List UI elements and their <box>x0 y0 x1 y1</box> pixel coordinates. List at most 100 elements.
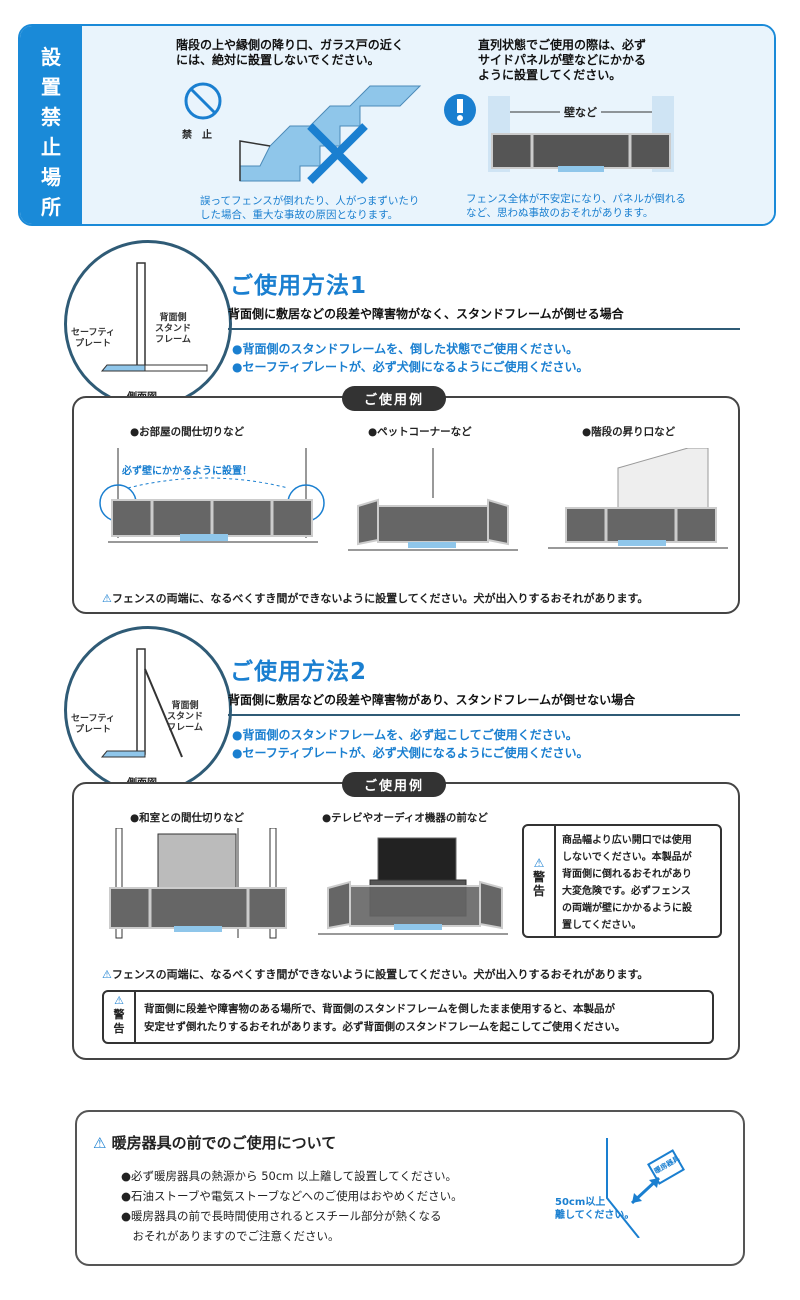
label-line: セーフティ <box>71 714 115 724</box>
method2-title: ご使用方法2 <box>230 659 368 685</box>
method1-bullet: ●背面側のスタンドフレームを、倒した状態でご使用ください。 <box>232 342 579 356</box>
side-warning-box: ⚠ 警 告 商品幅より広い開口では使用 しないでください。本製品が 背面側に倒れ… <box>522 824 722 938</box>
warning-triangle-icon: ⚠ <box>102 592 112 605</box>
side-warning-line: の両端が壁にかかるように設 <box>562 903 692 914</box>
heater-item: ●暖房器具の前で長時間使用されるとスチール部分が熱くなる <box>121 1209 442 1223</box>
bottom-warning-line: 安定せず倒れたりするおそれがあります。必ず背面側のスタンドフレームを起こしてご使… <box>144 1021 626 1033</box>
prohibited-section: 設 置 禁 止 場 所 階段の上や縁側の降り口、ガラス戸の近く には、絶対に設置… <box>18 24 776 226</box>
safety-plate-label-2: セーフティ プレート <box>71 714 115 736</box>
stairs-warning-line: 階段の上や縁側の降り口、ガラス戸の近く <box>176 38 404 52</box>
warning-triangle-icon: ⚠ <box>114 994 124 1007</box>
label-line: プレート <box>74 339 111 349</box>
series-note: フェンス全体が不安定になり、パネルが倒れる など、思わぬ事故のおそれがあります。 <box>466 192 686 220</box>
side-view-diagram-2 <box>100 648 183 758</box>
label-line: 背面側 <box>159 313 187 323</box>
method2-bullet: ●セーフティプレートが、必ず犬側になるようにご使用ください。 <box>232 746 589 760</box>
series-warning-line: 直列状態でご使用の際は、必ず <box>478 38 647 52</box>
stairs-note-line: した場合、重大な事故の原因となります。 <box>200 209 399 221</box>
heater-item: ●石油ストーブや電気ストーブなどへのご使用はおやめください。 <box>121 1189 463 1203</box>
method2-example-title: ご使用例 <box>342 772 447 797</box>
example-stairs: ●階段の昇り口など <box>582 426 676 438</box>
side-view-2: セーフティ プレート 背面側 スタンド フレーム 側面図 <box>64 626 232 794</box>
warning-tag-char: 告 <box>113 1022 125 1035</box>
side-char: 設 <box>41 45 61 69</box>
stairs-note-line: 誤ってフェンスが倒れたり、人がつまずいたり <box>200 195 420 207</box>
side-view-1: セーフティ プレート 背面側 スタンド フレーム 側面図 <box>64 240 232 408</box>
series-note-line: フェンス全体が不安定になり、パネルが倒れる <box>466 193 686 205</box>
method1-bullets: ●背面側のスタンドフレームを、倒した状態でご使用ください。 ●セーフティプレート… <box>232 340 589 376</box>
bottom-warning-line: 背面側に段差や障害物のある場所で、背面側のスタンドフレームを倒したまま使用すると… <box>144 1003 616 1015</box>
heater-section: ⚠ 暖房器具の前でのご使用について ●必ず暖房器具の熱源から 50cm 以上離し… <box>75 1110 745 1266</box>
method2-subtitle: 背面側に敷居などの段差や障害物があり、スタンドフレームが倒せない場合 <box>228 693 636 707</box>
bottom-warning-text: 背面側に段差や障害物のある場所で、背面側のスタンドフレームを倒したまま使用すると… <box>144 1000 625 1036</box>
method2-bullets: ●背面側のスタンドフレームを、必ず起こしてご使用ください。 ●セーフティプレート… <box>232 726 589 762</box>
series-warning-line: サイドパネルが壁などにかかる <box>478 53 647 67</box>
warning-triangle-icon: ⚠ <box>102 968 112 981</box>
label-line: フレーム <box>155 335 191 345</box>
example-japanese-room: ●和室との間仕切りなど <box>130 812 245 824</box>
side-warning-line: しないでください。本製品が <box>562 852 692 863</box>
side-view-diagram-1 <box>100 262 208 372</box>
side-char: 場 <box>41 165 61 189</box>
distance-label: 50cm以上 離してください。 <box>555 1196 634 1222</box>
side-char: 置 <box>41 75 61 99</box>
stairs-warning-line: には、絶対に設置しないでください。 <box>176 53 380 67</box>
heater-list: ●必ず暖房器具の熱源から 50cm 以上離して設置してください。 ●石油ストーブ… <box>121 1166 463 1246</box>
side-char: 禁 <box>41 105 61 129</box>
side-char: 止 <box>41 135 61 159</box>
heater-distance-illustration <box>606 1138 685 1238</box>
stairs-note: 誤ってフェンスが倒れたり、人がつまずいたり した場合、重大な事故の原因となります… <box>200 194 419 222</box>
example-room-divider: ●お部屋の間仕切りなど <box>130 426 245 438</box>
side-char: 所 <box>41 195 61 219</box>
method1-caution-text: フェンスの両端に、なるべくすき間ができないように設置してください。犬が出入りする… <box>111 592 649 605</box>
side-warning-line: 背面側に倒れるおそれがあり <box>562 869 692 880</box>
method1-example-title: ご使用例 <box>342 386 447 411</box>
warning-tag-char: 警 <box>113 1008 125 1021</box>
label-line: セーフティ <box>71 328 115 338</box>
heater-item: おそれがありますのでご注意ください。 <box>121 1229 340 1243</box>
warning-tag-char: 告 <box>532 884 545 898</box>
method2-example-box: ご使用例 ●和室との間仕切りなど ●テレビやオーディオ機器の前など ⚠ 警 告 … <box>72 772 740 1060</box>
series-note-line: など、思わぬ事故のおそれがあります。 <box>466 207 654 219</box>
side-warning-line: 置してください。 <box>562 920 642 931</box>
method1-subtitle: 背面側に敷居などの段差や障害物がなく、スタンドフレームが倒せる場合 <box>228 307 624 321</box>
method2-bullet: ●背面側のスタンドフレームを、必ず起こしてご使用ください。 <box>232 728 578 742</box>
method1-title: ご使用方法1 <box>230 273 368 299</box>
method1-example-box: ご使用例 ●お部屋の間仕切りなど ●ペットコーナーなど ●階段の昇り口など 必ず… <box>72 386 740 614</box>
label-line: 背面側 <box>171 701 199 711</box>
method1-examples-illustration <box>99 448 728 551</box>
stand-frame-label-2: 背面側 スタンド フレーム <box>167 701 203 734</box>
method2-caution-text: フェンスの両端に、なるべくすき間ができないように設置してください。犬が出入りする… <box>111 968 649 981</box>
method1-divider <box>228 328 740 330</box>
wall-note: 必ず壁にかかるように設置！ <box>122 466 252 477</box>
method2-divider <box>228 714 740 716</box>
stand-frame-label-1: 背面側 スタンド フレーム <box>155 313 191 346</box>
prohibit-label: 禁 止 <box>182 130 212 141</box>
side-warning-tag: ⚠ 警 告 <box>524 826 556 936</box>
safety-plate-label-1: セーフティ プレート <box>71 328 115 350</box>
method1-caution: ⚠フェンスの両端に、なるべくすき間ができないように設置してください。犬が出入りす… <box>102 590 648 606</box>
stairs-illustration <box>184 82 422 184</box>
side-warning-line: 大変危険です。必ずフェンス <box>562 886 691 897</box>
heater-title: ⚠ 暖房器具の前でのご使用について <box>93 1132 336 1153</box>
warning-tag-char: 警 <box>532 870 545 884</box>
label-line: スタンド <box>167 712 204 722</box>
stairs-warning: 階段の上や縁側の降り口、ガラス戸の近く には、絶対に設置しないでください。 <box>176 38 404 68</box>
prohibited-side-label: 設 置 禁 止 場 所 <box>20 26 82 224</box>
heater-item: ●必ず暖房器具の熱源から 50cm 以上離して設置してください。 <box>121 1169 457 1183</box>
side-warning-text: 商品幅より広い開口では使用 しないでください。本製品が 背面側に倒れるおそれがあ… <box>562 832 692 934</box>
bottom-warning-box: ⚠ 警 告 背面側に段差や障害物のある場所で、背面側のスタンドフレームを倒したま… <box>102 990 714 1044</box>
series-warning: 直列状態でご使用の際は、必ず サイドパネルが壁などにかかる ように設置してくださ… <box>478 38 646 83</box>
warning-triangle-icon: ⚠ <box>533 856 545 870</box>
label-line: スタンド <box>155 324 192 334</box>
label-line: フレーム <box>167 723 203 733</box>
side-warning-line: 商品幅より広い開口では使用 <box>562 835 692 846</box>
distance-label-line: 50cm以上 <box>555 1197 606 1208</box>
series-illustration <box>444 94 674 172</box>
warning-triangle-icon: ⚠ <box>93 1134 112 1152</box>
bottom-warning-tag: ⚠ 警 告 <box>104 992 136 1042</box>
example-tv-audio: ●テレビやオーディオ機器の前など <box>322 812 488 824</box>
series-warning-line: ように設置してください。 <box>478 68 622 82</box>
wall-label: 壁など <box>560 104 601 120</box>
heater-title-text: 暖房器具の前でのご使用について <box>111 1134 337 1152</box>
